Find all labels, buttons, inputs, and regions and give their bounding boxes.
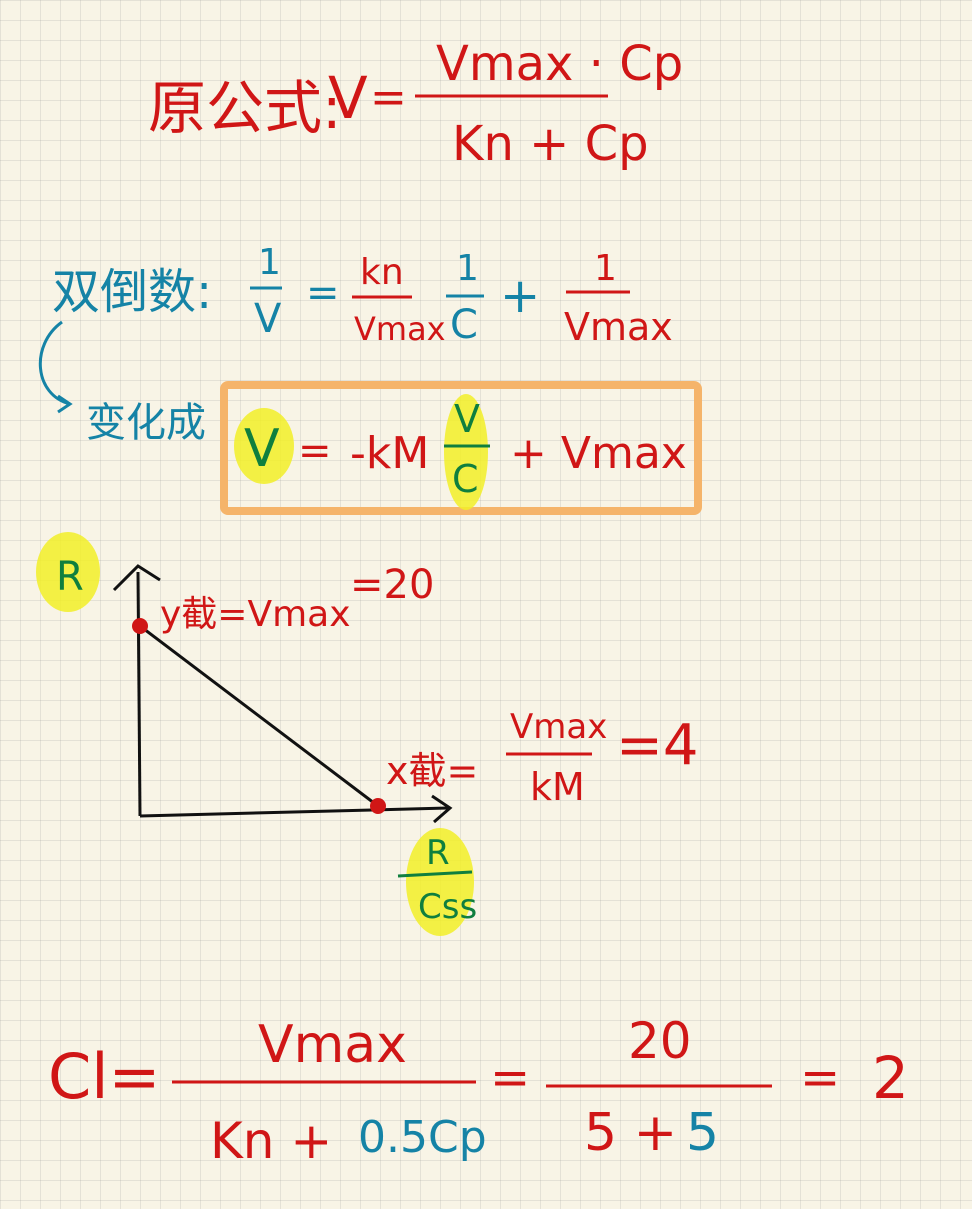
substituted-denominator-right: 5 <box>686 1103 719 1163</box>
x-axis-label-denominator: Css <box>418 887 477 927</box>
boxed-lhs: V <box>244 419 280 479</box>
intercept-denominator: Vmax <box>564 305 673 349</box>
coefficient-denominator: Vmax <box>354 310 446 348</box>
substituted-denominator-left: 5 + <box>584 1103 677 1163</box>
boxed-fraction-denominator: C <box>452 457 479 501</box>
lhs-numerator: 1 <box>258 242 281 283</box>
boxed-coefficient: -kM <box>350 428 429 479</box>
reciprocal-denominator: C <box>450 302 478 348</box>
result-equals: = <box>800 1050 840 1106</box>
highlight-mark <box>406 828 474 936</box>
x-axis <box>139 806 449 818</box>
boxed-formula: V = -kM V C + Vmax <box>220 381 702 515</box>
arrowhead-icon <box>57 394 73 414</box>
x-intercept-label: x截= <box>386 749 478 793</box>
fraction-bar <box>397 870 473 878</box>
highlight-mark <box>36 532 100 612</box>
clearance-equals: = <box>490 1050 530 1106</box>
original-formula-lhs: V <box>328 64 368 132</box>
y-axis-label: R <box>56 554 84 600</box>
plus-sign: + <box>500 268 540 324</box>
clearance-numerator: Vmax <box>258 1015 407 1075</box>
highlight-mark <box>444 394 488 510</box>
y-intercept-value: =20 <box>350 562 434 608</box>
intercept-numerator: 1 <box>594 248 617 289</box>
y-axis-arrowhead-icon <box>112 564 161 592</box>
boxed-fraction-numerator: V <box>454 397 480 441</box>
curved-arrow-icon <box>38 320 71 406</box>
x-intercept-point <box>370 798 386 814</box>
original-formula-eq: = <box>370 72 407 123</box>
reciprocal-numerator: 1 <box>456 248 479 289</box>
original-formula-numerator: Vmax · Cp <box>436 36 683 92</box>
y-intercept-point <box>132 618 148 634</box>
regression-line <box>139 624 379 808</box>
boxed-rest: + Vmax <box>510 428 687 479</box>
x-intercept-denominator: kM <box>530 765 585 809</box>
x-axis-label-numerator: R <box>426 833 450 873</box>
highlight-box <box>220 381 702 515</box>
original-formula: 原公式: V = Vmax · Cp Kn + Cp <box>148 36 683 172</box>
clearance-lhs: Cl= <box>48 1040 160 1113</box>
double-reciprocal-formula: 双倒数: 1 V = kn Vmax 1 C + 1 Vmax <box>52 242 673 349</box>
boxed-equals: = <box>298 428 332 474</box>
transform-label: 变化成 <box>86 400 206 446</box>
lhs-denominator: V <box>254 296 282 342</box>
y-axis <box>136 571 142 817</box>
highlight-mark <box>234 408 294 484</box>
clearance-result: 2 <box>872 1044 909 1112</box>
clearance-denominator-km: Kn + <box>210 1112 332 1170</box>
double-reciprocal-label: 双倒数: <box>52 264 212 320</box>
substituted-numerator: 20 <box>628 1012 692 1070</box>
x-axis-arrowhead-icon <box>431 794 453 824</box>
coefficient-numerator: kn <box>360 252 404 293</box>
equals-sign: = <box>306 270 340 316</box>
original-formula-denominator: Kn + Cp <box>452 116 649 172</box>
linear-graph: R y截=Vmax =20 x截= Vmax kM =4 R Css <box>36 532 699 936</box>
original-formula-label: 原公式: <box>148 74 342 142</box>
clearance-denominator-cp: 0.5Cp <box>358 1112 487 1163</box>
x-intercept-numerator: Vmax <box>510 707 607 747</box>
x-intercept-value: =4 <box>616 713 699 778</box>
y-intercept-text: y截=Vmax <box>160 594 351 635</box>
clearance-formula: Cl= Vmax Kn + 0.5Cp = 20 5 + 5 = 2 <box>48 1012 909 1170</box>
